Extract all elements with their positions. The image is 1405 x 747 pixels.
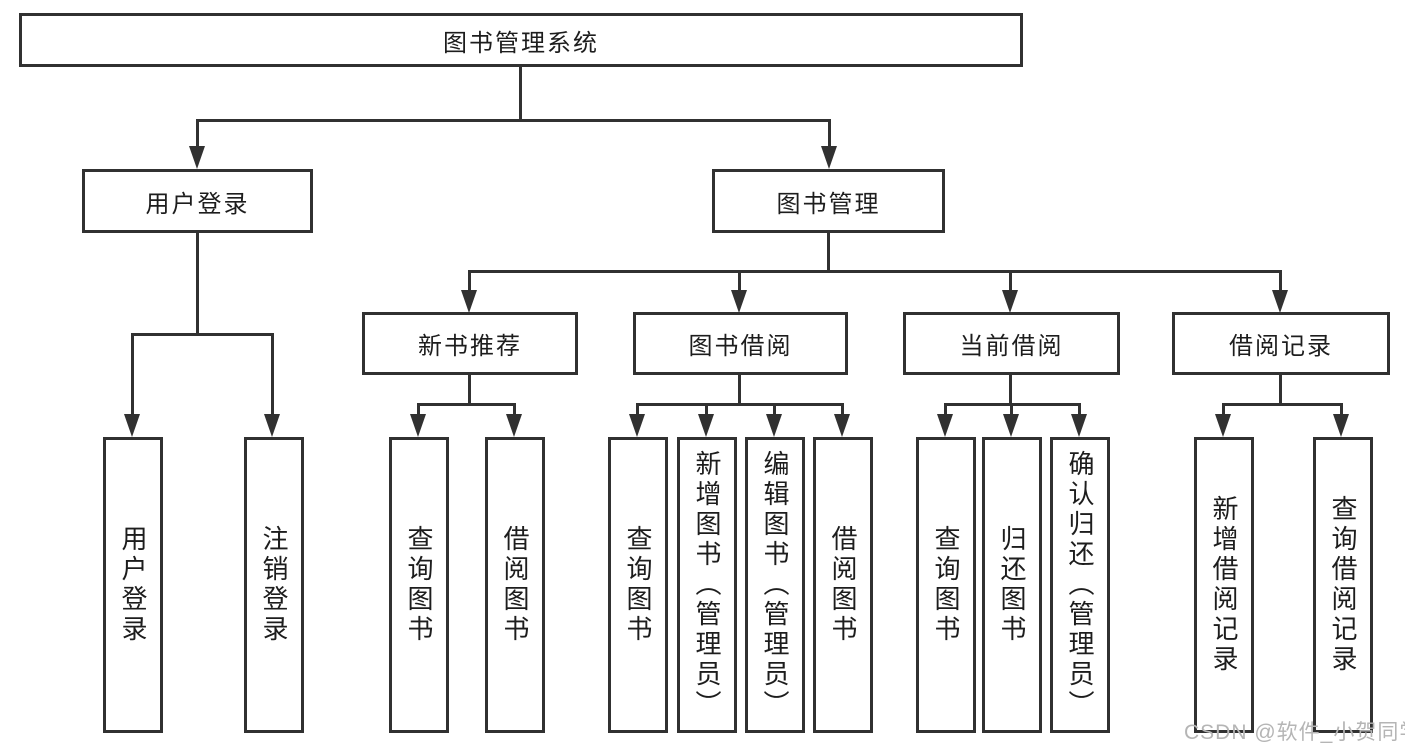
node-current-borrowing: 当前借阅: [903, 312, 1120, 375]
leaf-label: 查询图书: [404, 525, 434, 645]
leaf-query-borrow-record: 查询借阅记录: [1313, 437, 1373, 733]
leaf-logout: 注销登录: [244, 437, 304, 733]
connector-book-management-stem: [827, 233, 830, 273]
connector-borrow-records-stem: [1279, 375, 1282, 406]
arrowhead-borrow-records: [1272, 290, 1288, 313]
connector-stem-leaf: [1010, 403, 1013, 416]
connector-stem-leaf: [705, 403, 708, 416]
leaf-label: 借阅图书: [500, 525, 530, 645]
arrowhead-leaf: [937, 414, 953, 437]
leaf-label: 编辑图书（管理员）: [760, 450, 790, 720]
connector-borrow-records-branch: [1222, 403, 1342, 406]
leaf-label: 查询图书: [931, 525, 961, 645]
connector-stem-leaf: [513, 403, 516, 416]
arrowhead-user-login: [189, 146, 205, 169]
node-label: 图书借阅: [688, 333, 793, 360]
connector-book-borrow-stem: [738, 375, 741, 406]
node-label: 当前借阅: [959, 333, 1064, 360]
connector-stem-book-management: [828, 119, 831, 148]
connector-user-login-branch: [131, 333, 274, 336]
node-label: 图书管理: [776, 190, 881, 218]
arrowhead-book-borrow: [731, 290, 747, 313]
arrowhead-leaf: [1333, 414, 1349, 437]
leaf-return-books: 归还图书: [982, 437, 1042, 733]
connector-user-login-stem: [196, 233, 199, 336]
leaf-query-books-2: 查询图书: [608, 437, 668, 733]
leaf-label: 借阅图书: [828, 525, 858, 645]
connector-stem-new-book: [468, 270, 471, 292]
connector-stem-leaf-logout: [271, 333, 274, 415]
connector-stem-user-login: [196, 119, 199, 148]
leaf-edit-books-admin: 编辑图书（管理员）: [745, 437, 805, 733]
arrowhead-leaf: [834, 414, 850, 437]
connector-root-stem: [519, 67, 522, 119]
leaf-label: 归还图书: [997, 525, 1027, 645]
arrowhead-leaf: [1071, 414, 1087, 437]
arrowhead-leaf: [410, 414, 426, 437]
connector-new-book-branch: [417, 403, 516, 406]
leaf-label: 查询图书: [623, 525, 653, 645]
arrowhead-current-borrow: [1002, 290, 1018, 313]
leaf-user-login: 用户登录: [103, 437, 163, 733]
leaf-label: 确认归还（管理员）: [1065, 450, 1095, 720]
connector-stem-leaf: [1222, 403, 1225, 416]
connector-stem-leaf: [944, 403, 947, 416]
arrowhead-leaf: [629, 414, 645, 437]
arrowhead-leaf-user-login: [124, 414, 140, 437]
connector-stem-leaf: [1340, 403, 1343, 416]
connector-book-borrow-branch: [636, 403, 844, 406]
node-user-login: 用户登录: [82, 169, 313, 233]
leaf-query-books-3: 查询图书: [916, 437, 976, 733]
node-book-management: 图书管理: [712, 169, 945, 233]
leaf-borrow-books-1: 借阅图书: [485, 437, 545, 733]
arrowhead-leaf: [1003, 414, 1019, 437]
leaf-borrow-books-2: 借阅图书: [813, 437, 873, 733]
arrowhead-leaf-logout: [264, 414, 280, 437]
connector-book-management-branch: [468, 270, 1282, 273]
node-library-management-system: 图书管理系统: [19, 13, 1023, 67]
connector-current-borrow-stem: [1009, 375, 1012, 406]
leaf-label: 注销登录: [259, 525, 289, 645]
leaf-label: 新增借阅记录: [1209, 495, 1239, 675]
node-label: 借阅记录: [1229, 333, 1333, 360]
node-label: 用户登录: [145, 190, 250, 218]
connector-new-book-stem: [468, 375, 471, 406]
arrowhead-leaf: [1215, 414, 1231, 437]
node-label: 新书推荐: [418, 333, 522, 360]
connector-root-branch: [196, 119, 831, 122]
connector-stem-leaf: [636, 403, 639, 416]
leaf-query-books-1: 查询图书: [389, 437, 449, 733]
arrowhead-new-book: [461, 290, 477, 313]
leaf-confirm-return-admin: 确认归还（管理员）: [1050, 437, 1110, 733]
node-new-book-recommendation: 新书推荐: [362, 312, 578, 375]
arrowhead-leaf: [698, 414, 714, 437]
arrowhead-leaf: [766, 414, 782, 437]
arrowhead-leaf: [506, 414, 522, 437]
connector-stem-book-borrow: [738, 270, 741, 292]
arrowhead-book-management: [821, 146, 837, 169]
connector-stem-leaf: [417, 403, 420, 416]
node-label: 图书管理系统: [443, 29, 599, 57]
connector-stem-current-borrow: [1009, 270, 1012, 292]
node-borrowing-records: 借阅记录: [1172, 312, 1390, 375]
leaf-add-borrow-record: 新增借阅记录: [1194, 437, 1254, 733]
node-book-borrowing: 图书借阅: [633, 312, 848, 375]
connector-stem-leaf: [1078, 403, 1081, 416]
connector-stem-leaf: [773, 403, 776, 416]
leaf-add-books-admin: 新增图书（管理员）: [677, 437, 737, 733]
leaf-label: 用户登录: [118, 525, 148, 645]
leaf-label: 查询借阅记录: [1328, 495, 1358, 675]
connector-stem-borrow-records: [1279, 270, 1282, 292]
connector-stem-leaf-user-login: [131, 333, 134, 415]
leaf-label: 新增图书（管理员）: [692, 450, 722, 720]
connector-stem-leaf: [841, 403, 844, 416]
csdn-watermark: CSDN @软件_小贺同学: [1184, 721, 1405, 744]
